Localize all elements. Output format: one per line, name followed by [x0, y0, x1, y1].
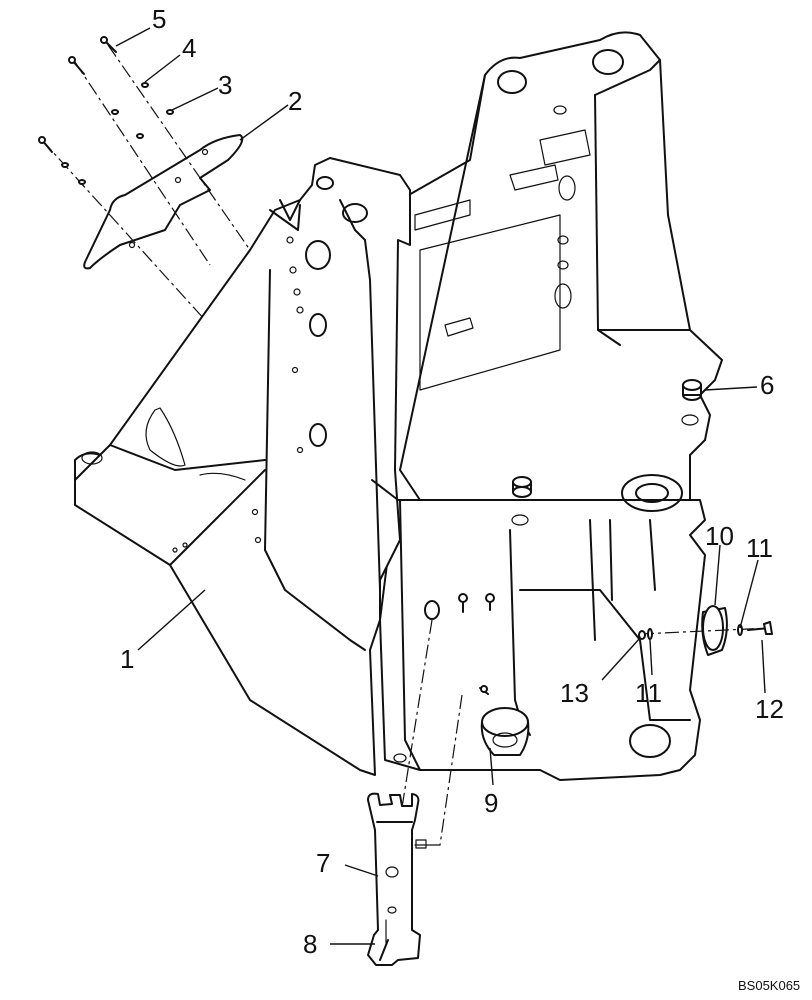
lower-housing — [379, 474, 706, 781]
front-frame — [74, 157, 411, 776]
callout-5: 5 — [152, 4, 166, 34]
callout-8: 8 — [303, 929, 317, 959]
bushing-6 — [681, 379, 702, 426]
callout-10: 10 — [705, 521, 734, 551]
pad-10 — [701, 605, 728, 656]
callout-12: 12 — [755, 694, 784, 724]
rear-frame-tower — [399, 31, 723, 501]
bushing-center — [512, 476, 532, 498]
callout-11-upper: 11 — [746, 533, 773, 563]
drawing-code: BS05K065 — [738, 978, 800, 993]
callout-2: 2 — [288, 86, 302, 116]
leader-lines — [115, 27, 766, 945]
callout-6: 6 — [760, 370, 774, 400]
callout-4: 4 — [182, 33, 196, 63]
callout-7: 7 — [316, 848, 330, 878]
callout-9: 9 — [484, 788, 498, 818]
cover-plate — [83, 134, 244, 270]
grease-fittings — [424, 593, 495, 695]
callout-11-lower: 11 — [635, 678, 662, 708]
lock-bar-7 — [367, 619, 463, 966]
fasteners-11-12-13 — [638, 621, 773, 640]
callout-1: 1 — [120, 644, 134, 674]
bump-stop-9 — [480, 707, 530, 756]
callout-13: 13 — [560, 678, 589, 708]
callout-3: 3 — [218, 70, 232, 100]
bolt-set — [38, 36, 251, 321]
